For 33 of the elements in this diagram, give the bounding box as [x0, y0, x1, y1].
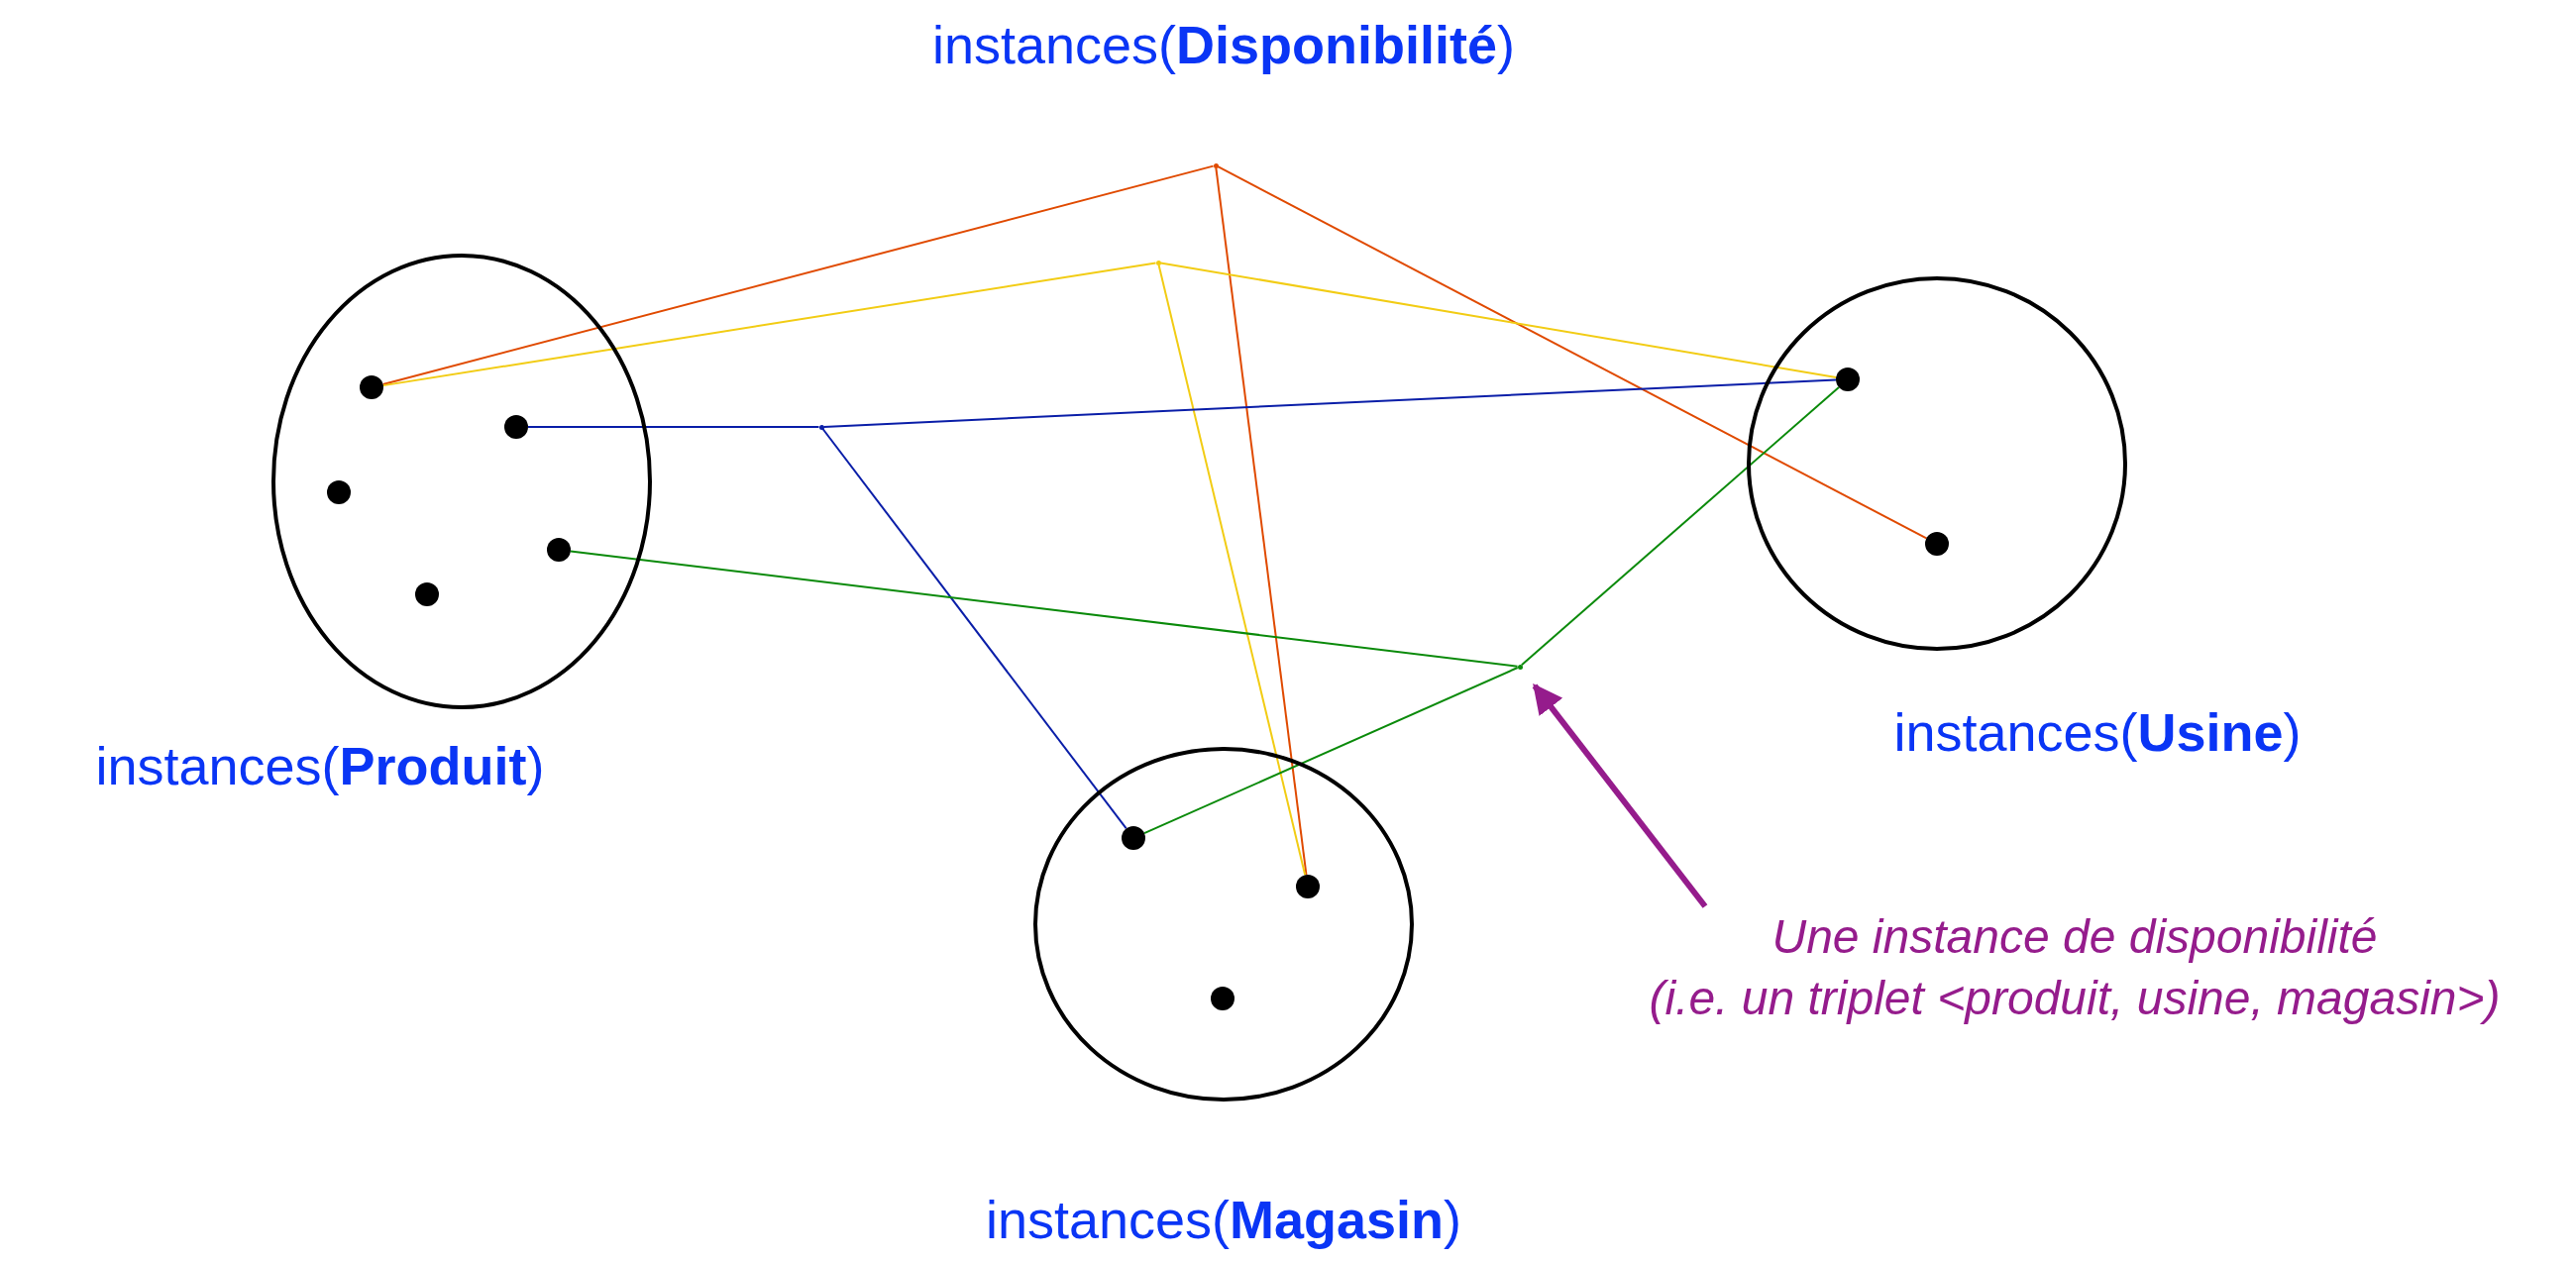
connector-line: [1157, 263, 1307, 877]
set-label: instances(Usine): [1893, 703, 2302, 763]
instance-dot: [1836, 368, 1860, 391]
instance-dot: [1211, 987, 1234, 1010]
connector-line: [1159, 262, 1838, 378]
connector-line: [569, 550, 1519, 668]
instance-dot: [327, 480, 351, 504]
set-label: instances(Magasin): [985, 1191, 1462, 1250]
set-label: instances(Disponibilité): [931, 16, 1516, 75]
instance-dot: [547, 538, 571, 562]
connector-line: [1215, 166, 1308, 877]
annotation-text: Une instance de disponibilité: [1771, 909, 2379, 965]
set-label: instances(Produit): [95, 737, 545, 796]
instance-dot: [360, 375, 383, 399]
leader-arrow: [1532, 683, 1708, 908]
instance-dot: [1122, 826, 1145, 850]
connector-line: [381, 262, 1157, 387]
instance-dot: [1925, 532, 1949, 556]
annotation-text: (i.e. un triplet <produit, usine, magasin>): [1648, 971, 2502, 1026]
connector-line: [1217, 165, 1928, 540]
junction-point: [1213, 162, 1219, 168]
connector-line: [1520, 385, 1840, 667]
connector-line: [821, 428, 1127, 830]
connector-line: [527, 426, 820, 428]
instance-dot: [1296, 875, 1320, 898]
connector-line: [1142, 667, 1519, 835]
junction-point: [818, 424, 824, 430]
instance-dot: [415, 582, 439, 606]
connector-line: [822, 378, 1837, 428]
instance-dot: [504, 415, 528, 439]
junction-point: [1155, 260, 1161, 265]
connector-line: [381, 164, 1215, 385]
junction-point: [1517, 664, 1523, 670]
